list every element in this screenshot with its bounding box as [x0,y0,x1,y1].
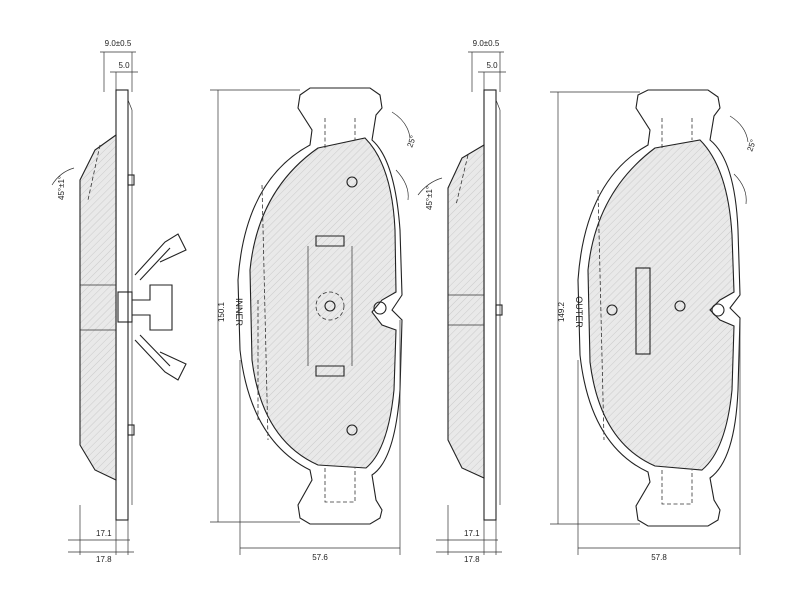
inner-width-dim: 57.6 [312,553,328,562]
inner-pad-front-view: 150.1 INNER 25° 57.6 [210,87,418,562]
inner-pad-side-view: 9.0±0.5 5.0 45°±1° 17.1 [51,39,187,564]
outer-pad-front-view: 149.2 OUTER 25° 57.8 [550,89,758,562]
inner-thickness-2-dim: 17.8 [96,555,112,564]
inner-backplate-dim: 5.0 [118,61,130,70]
outer-width-dim: 57.8 [651,553,667,562]
inner-chamfer-angle-dim: 45°±1° [57,176,66,200]
inner-backplate-total-dim: 9.0±0.5 [105,39,132,48]
outer-backplate-total-dim: 9.0±0.5 [473,39,500,48]
outer-height-dim: 149.2 [557,301,566,322]
outer-slot-angle-dim: 25° [745,138,758,152]
inner-height-dim: 150.1 [217,301,226,322]
inner-slot-angle-dim: 25° [405,134,418,148]
outer-pad-side-view: 9.0±0.5 5.0 45°±1° 17.1 17.8 [417,39,506,564]
outer-thickness-1-dim: 17.1 [464,529,480,538]
outer-backplate-dim: 5.0 [486,61,498,70]
inner-thickness-1-dim: 17.1 [96,529,112,538]
spring-clip [117,233,187,381]
outer-chamfer-angle-dim: 45°±1° [425,186,434,210]
outer-thickness-2-dim: 17.8 [464,555,480,564]
